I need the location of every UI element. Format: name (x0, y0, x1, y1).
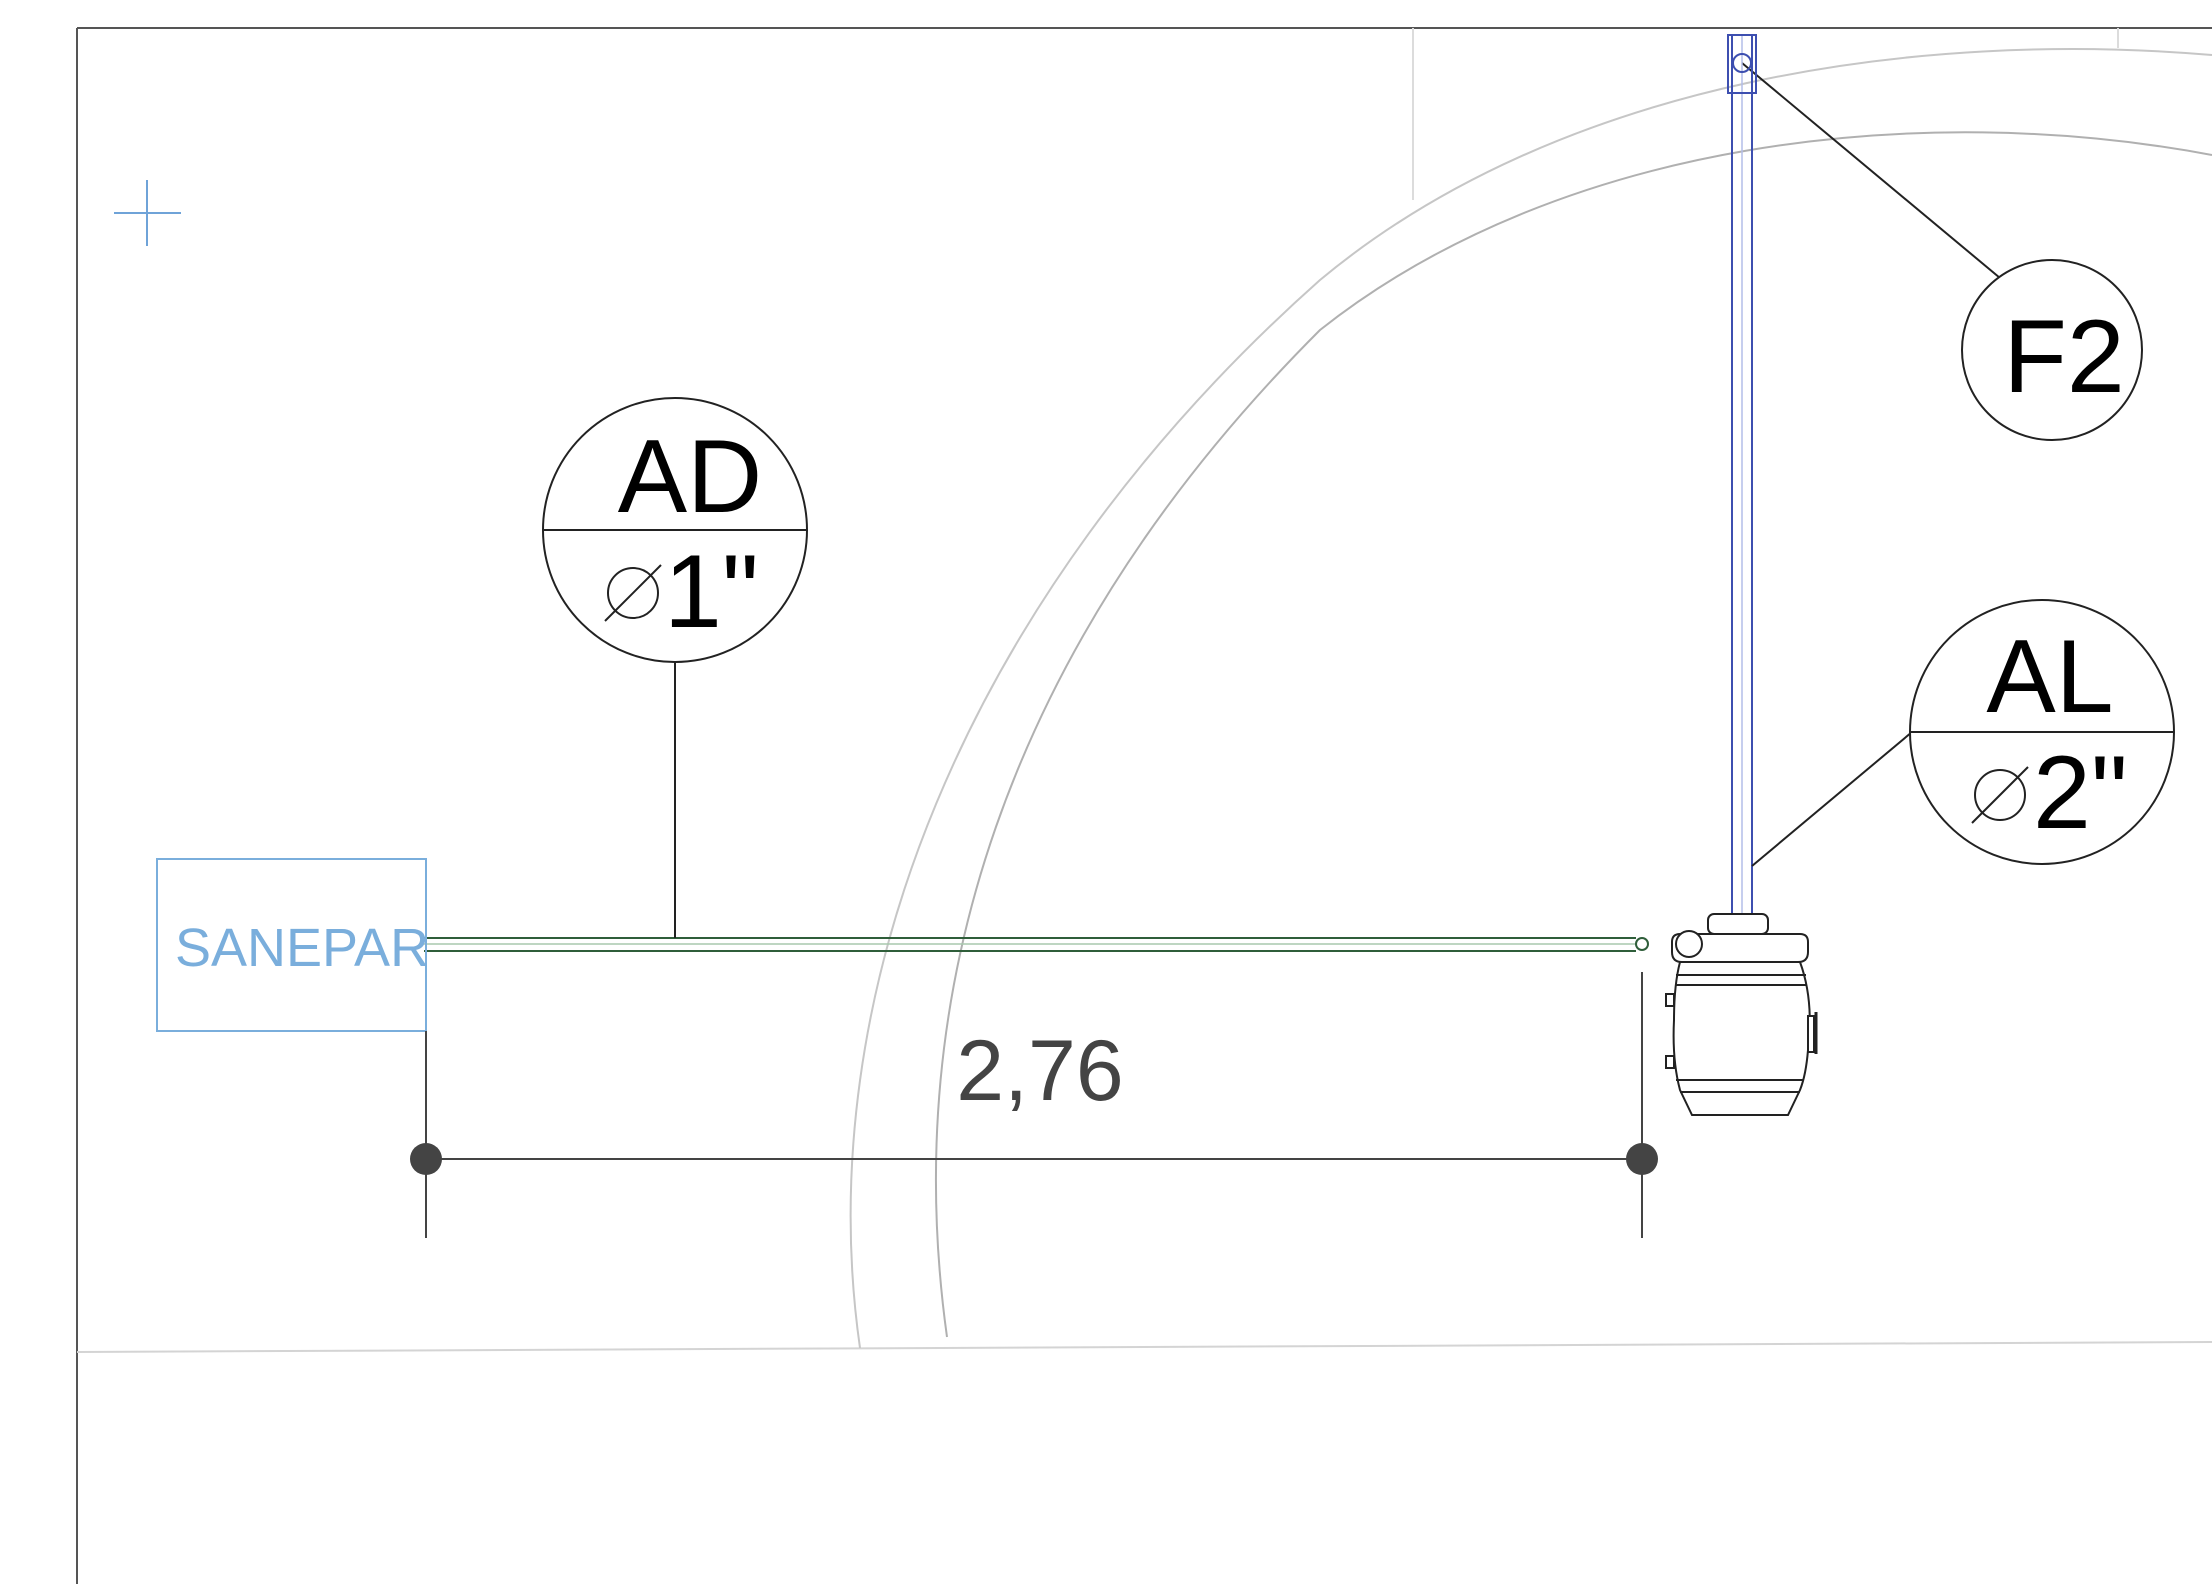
f2-leader-line (1741, 62, 2001, 279)
tag-al-code: AL (1986, 619, 2113, 735)
diameter-symbol-icon (604, 564, 662, 622)
dimension-line (410, 972, 1658, 1238)
al-leader-line (1751, 731, 1913, 867)
tag-f2: F2 (1961, 259, 2143, 441)
tag-ad: AD 1" (542, 397, 808, 663)
tag-f2-code: F2 (2003, 299, 2124, 415)
tag-ad-code: AD (618, 419, 762, 535)
dimension-value: 2,76 (956, 1023, 1123, 1119)
meter-box-label: SANEPAR (175, 918, 429, 978)
dimension-start-dot (410, 1143, 442, 1175)
tag-al: AL 2" (1909, 599, 2175, 865)
diameter-symbol-icon (1971, 766, 2029, 824)
water-supply-pipe (424, 937, 1649, 952)
water-meter-icon (1665, 913, 1818, 1116)
vertical-pipe (1727, 34, 1757, 918)
background-arcs (849, 48, 2212, 1349)
tag-ad-diameter: 1" (664, 534, 759, 650)
sheet-frame (76, 27, 2212, 1584)
origin-cross-icon (114, 180, 181, 246)
dimension-end-dot (1626, 1143, 1658, 1175)
tag-al-diameter: 2" (2033, 735, 2128, 851)
meter-box: SANEPAR (156, 858, 429, 1032)
